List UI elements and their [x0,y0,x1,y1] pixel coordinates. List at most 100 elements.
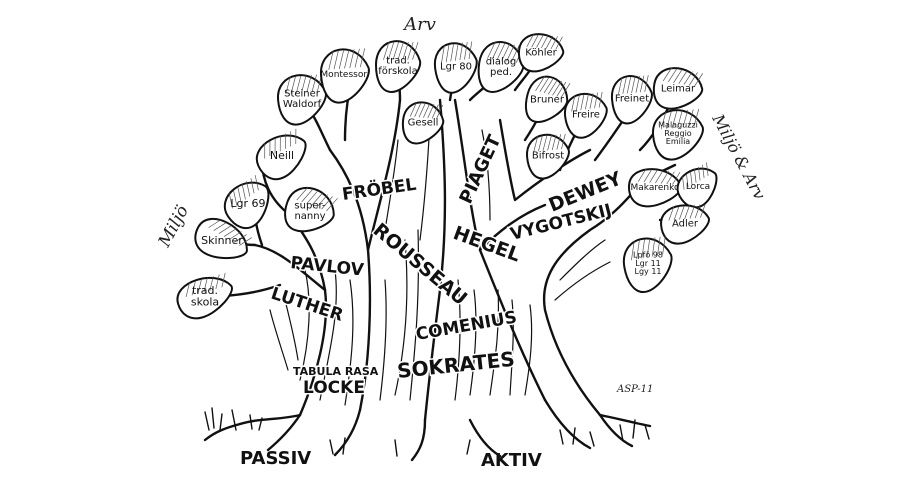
leaf-shape [255,134,307,181]
leaf-label: Montessori [320,70,369,80]
leaf-veins [328,48,366,70]
leaf-veins [668,204,706,221]
tree-trunk [203,60,692,462]
leaf-label: Lgr 80 [440,62,472,73]
leaf-makarenko: Makarenko [628,168,683,208]
label-heredity-top: Arv [402,14,436,35]
leaf-veins [383,41,419,60]
leaf-trad-forskola: trad.förskola [374,40,422,94]
leaf-shape [660,204,710,245]
leaf-veins [637,168,681,185]
leaf-label: Waldorf [283,99,322,110]
leaf-label: trad. [192,284,218,297]
leaf-shape [628,168,683,208]
label-active: AKTIV [481,450,542,471]
leaf-bifrost: Bifrost [526,133,570,180]
leaf-label: ped. [490,67,512,78]
leaf-label: Adler [672,219,699,230]
leaf-shape [652,67,704,110]
leaf-veins [660,108,700,130]
leaf-shape [434,42,478,94]
leaf-label: Lgy 11 [635,267,662,276]
label-signature: ASP-11 [616,384,653,395]
leaf-shape [401,101,445,145]
leaf-freire: Freire [564,91,608,139]
leaf-leimar: Leimar [652,67,704,110]
leaf-veins [185,272,226,297]
leaf-veins [571,91,603,112]
leaf-gesell: Gesell [401,101,445,145]
name-locke: LOCKE [303,378,365,398]
leaf-label: Freire [572,110,600,121]
leaf-label: Lorca [686,182,710,192]
leaf-shape [611,75,653,125]
leaf-label: Freinet [615,94,649,105]
leaf-label: Neill [270,149,294,162]
label-environment-heredity-right: Miljö & Arv [708,110,769,203]
leaf-shape [652,109,704,161]
leaf-shape [564,92,608,139]
leaf-shape [622,237,673,293]
leaf-veins [526,34,563,50]
leaf-shape [277,74,327,126]
leaf-veins [285,73,323,95]
leaf-label: Leimar [661,84,696,95]
leaf-label: förskola [378,66,417,77]
leaf-veins [533,133,566,152]
name-pavlov: PAVLOV [289,253,365,281]
leaf-veins [631,235,666,261]
grass [204,407,650,457]
leaf-veins [228,175,259,209]
leaf-shape [194,217,248,260]
leaf-shape [320,48,370,104]
name-frobel: FRÖBEL [341,173,418,205]
leaf-supernanny: super-nanny [284,186,338,233]
leaf-label: super- [294,200,326,211]
trunk-names: FRÖBEL ROUSSEAU PIAGET HEGEL DEWEY VYGOT… [267,130,627,400]
name-tabula-rasa: TABULA RASA [293,365,379,378]
leaf-veins [487,41,525,63]
leaf-label: Lgr 69 [230,197,265,210]
leaf-label: Lpfö 98 [633,250,663,259]
leaf-label: trad. [386,55,410,66]
leaf-veins [535,76,571,98]
leaf-shape [374,40,422,94]
leaf-veins [618,75,649,95]
leaf-adler: Adler [660,204,710,245]
leaf-label: Bruner [530,95,565,106]
leaf-label: Emilia [666,137,691,146]
label-environment-left: Miljö [154,202,193,251]
leaf-veins [208,219,252,246]
leaf-freinet: Freinet [611,75,653,125]
leaf-lgr69: Lgr 69 [223,175,270,230]
leaf-bruner: Bruner [524,75,571,123]
leaf-veins [662,67,704,87]
leaf-veins [409,102,444,119]
leaf-label: Steiner [284,88,321,99]
leaf-montessori: Montessori [320,48,370,104]
leaf-trad-skola: trad.skola [176,272,233,320]
leaf-shape [176,276,233,320]
leaf-veins [682,162,709,190]
name-luther: LUTHER [268,284,345,326]
leaf-label: Malaguzzi [658,120,698,129]
leaf-label: skola [191,296,219,309]
leaf-shape [526,133,570,180]
leaf-skinner: Skinner [194,217,252,260]
leaf-shape [223,181,270,230]
leaf-label: Bifrost [532,151,564,162]
leaf-label: Skinner [201,234,243,247]
leaf-shape [517,33,565,73]
leaf-label: nanny [294,211,325,222]
leaf-kohler: Köhler [517,33,565,73]
leaf-label: Gesell [408,118,439,129]
leaf-lgr80: Lgr 80 [434,41,478,94]
leaf-label: Reggio [664,129,692,138]
label-passive: PASSIV [240,448,311,469]
leaf-veins [296,187,338,212]
